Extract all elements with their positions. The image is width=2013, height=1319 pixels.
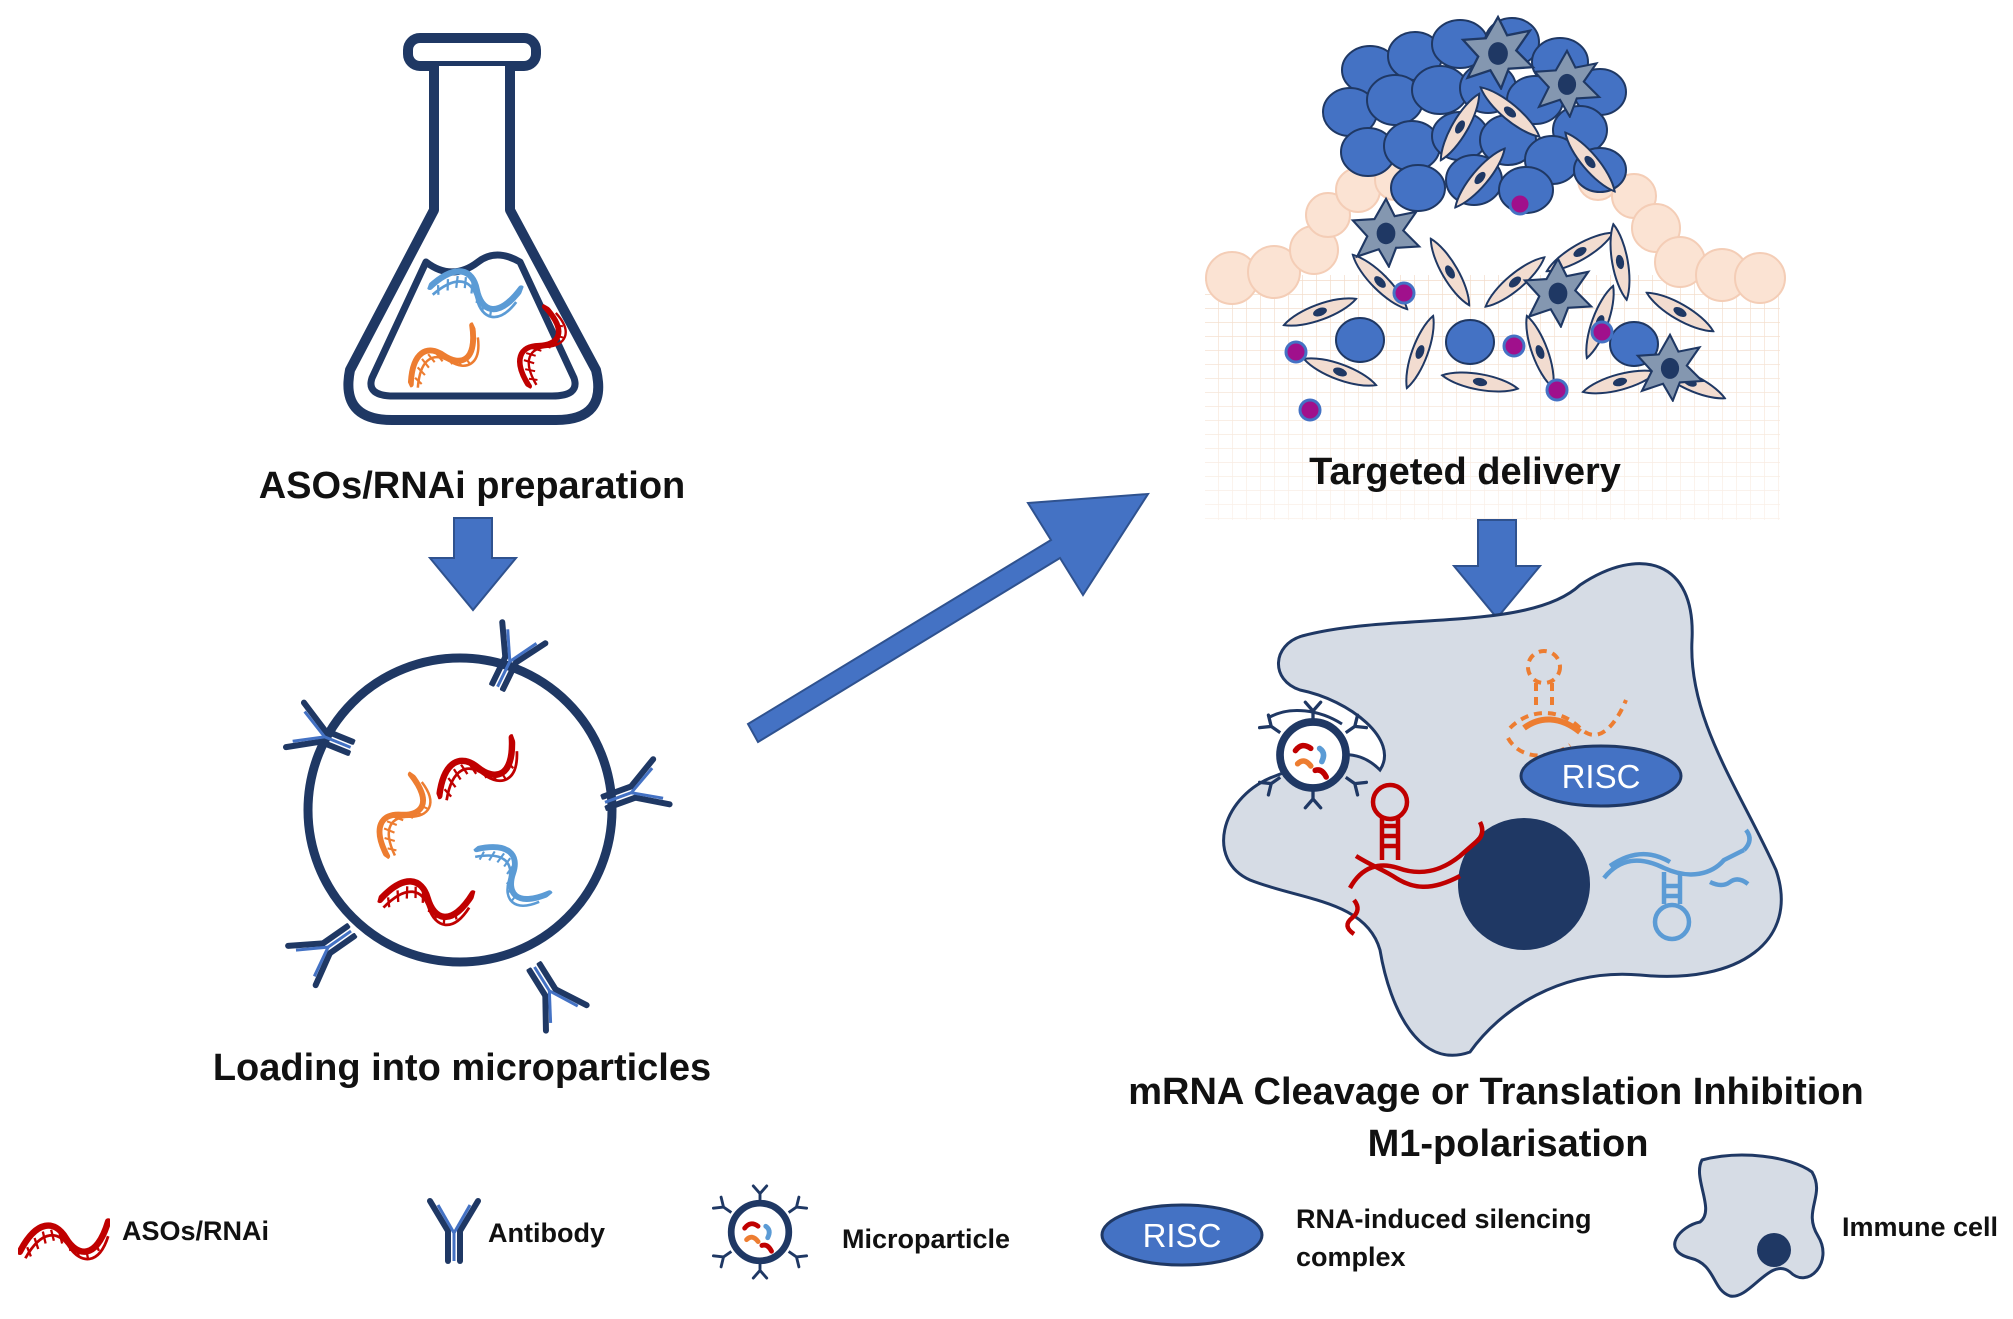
immune-cell-nucleus-icon: [1757, 1233, 1791, 1267]
tissue-illustration: [1205, 15, 1786, 520]
legend-microparticle-label: Microparticle: [842, 1224, 1010, 1254]
delivery-label: Targeted delivery: [1309, 451, 1621, 493]
risc-complex: RISC: [1519, 744, 1683, 808]
risc-label: RISC: [1562, 758, 1641, 795]
flask-icon: [343, 33, 604, 425]
antibody-icon: [430, 1201, 478, 1261]
immune-cell-illustration: RISC: [1222, 562, 1783, 1057]
preparation-label: ASOs/RNAi preparation: [259, 465, 686, 507]
legend-item-aso: ASOs/RNAi: [20, 1216, 269, 1259]
arrow-diagonal-icon: [746, 492, 1150, 744]
aso-rna-icon: [20, 1221, 108, 1259]
outcome-line2: M1-polarisation: [1368, 1123, 1649, 1165]
legend-item-risc: RISC RNA-induced silencing complex: [1100, 1203, 1592, 1272]
arrow-down-icon: [427, 517, 519, 612]
loading-label: Loading into microparticles: [213, 1047, 711, 1089]
microparticle-icon: [713, 1186, 806, 1278]
legend-risc-line2: complex: [1296, 1242, 1406, 1272]
legend-risc-line1: RNA-induced silencing: [1296, 1204, 1592, 1234]
legend-item-microparticle: Microparticle: [713, 1186, 1010, 1278]
microparticle-icon: [286, 622, 670, 1030]
legend-item-immune-cell: Immune cell: [1673, 1153, 1998, 1298]
arrow-down-icon: [1451, 519, 1543, 620]
legend-immune-label: Immune cell: [1842, 1212, 1998, 1242]
immune-cell-icon: [1673, 1153, 1825, 1298]
legend-aso-label: ASOs/RNAi: [122, 1216, 269, 1246]
legend-item-antibody: Antibody: [430, 1201, 605, 1261]
legend-antibody-label: Antibody: [488, 1218, 605, 1248]
outcome-line1: mRNA Cleavage or Translation Inhibition: [1128, 1071, 1863, 1113]
legend: ASOs/RNAi Antibody Microparticle RISC RN…: [20, 1153, 1998, 1298]
risc-icon: [1100, 1203, 1264, 1267]
legend-risc-symbol: RISC: [1143, 1217, 1222, 1254]
